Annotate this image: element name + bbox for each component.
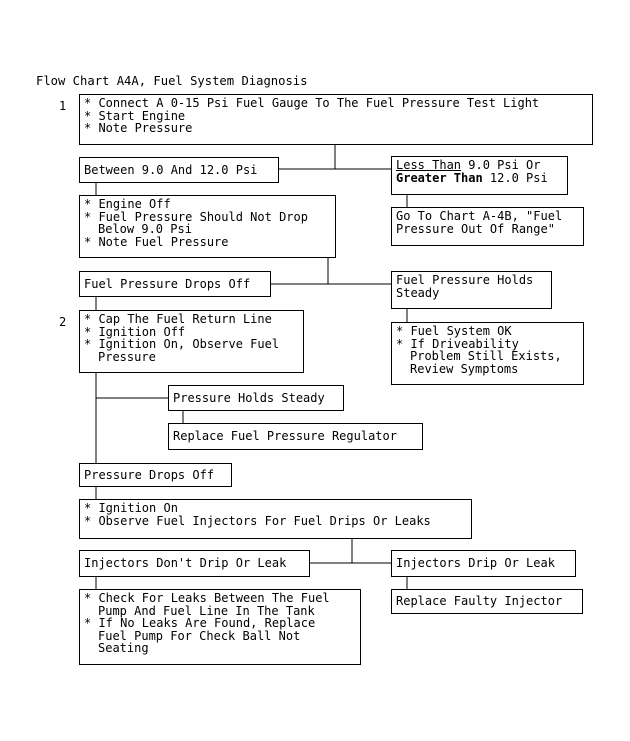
step-number-1: 1 [59, 99, 67, 113]
pressure-drops-off-box: Pressure Drops Off [79, 463, 232, 487]
box-line: * Note Pressure [84, 121, 193, 136]
box-line: * Engine Off [84, 197, 171, 211]
box-line: * Cap The Fuel Return Line [84, 312, 272, 326]
box-line: Less Than 9.0 Psi Or [396, 159, 563, 172]
box-line: Pump And Fuel Line In The Tank [98, 603, 315, 618]
box-line: * Connect A 0-15 Psi Fuel Gauge To The F… [84, 96, 540, 110]
greater-than-value: 12.0 Psi [482, 170, 548, 185]
box-line: Pressure Out Of Range" [396, 221, 555, 236]
box-line: Steady [396, 285, 440, 300]
box-line: * Note Fuel Pressure [84, 234, 229, 249]
injectors-leak-box: Injectors Drip Or Leak [391, 550, 576, 577]
injectors-no-leak-box: Injectors Don't Drip Or Leak [79, 550, 310, 577]
box-line: * If Driveability [396, 336, 519, 351]
replace-regulator-box: Replace Fuel Pressure Regulator [168, 423, 423, 450]
box-line: Replace Faulty Injector [396, 594, 563, 609]
check-fuel-pump-box: * Check For Leaks Between The Fuel Pump … [79, 589, 361, 665]
pressure-holds-steady-box: Pressure Holds Steady [168, 385, 344, 411]
box-line: Fuel Pressure Drops Off [84, 276, 251, 291]
fuel-pressure-holds-box: Fuel Pressure Holds Steady [391, 271, 552, 309]
box-line: Below 9.0 Psi [98, 222, 192, 237]
goto-chart-box: Go To Chart A-4B, "Fuel Pressure Out Of … [391, 207, 584, 246]
less-than-value: 9.0 Psi Or [461, 158, 541, 172]
connect-gauge-box: * Connect A 0-15 Psi Fuel Gauge To The F… [79, 94, 593, 145]
between-pressure-box: Between 9.0 And 12.0 Psi [79, 157, 279, 183]
box-line: Injectors Don't Drip Or Leak [84, 556, 287, 571]
box-line: * Start Engine [84, 108, 186, 123]
box-line: * Ignition On, Observe Fuel [84, 337, 280, 352]
box-line: * Ignition On [84, 501, 178, 515]
engine-off-box: * Engine Off * Fuel Pressure Should Not … [79, 195, 336, 258]
box-line: Pressure Drops Off [84, 467, 215, 482]
box-line: Go To Chart A-4B, "Fuel [396, 209, 563, 223]
fuel-pressure-drops-box: Fuel Pressure Drops Off [79, 271, 271, 297]
chart-title: Flow Chart A4A, Fuel System Diagnosis [36, 74, 308, 88]
box-line: Fuel Pump For Check Ball Not [98, 628, 301, 643]
box-line: Pressure [98, 349, 156, 364]
box-line: Review Symptoms [410, 361, 519, 376]
box-line: Greater Than 12.0 Psi [396, 170, 563, 185]
box-line: Replace Fuel Pressure Regulator [173, 429, 397, 444]
step-number-2: 2 [59, 315, 67, 329]
box-line: * Observe Fuel Injectors For Fuel Drips … [84, 513, 431, 528]
box-line: Seating [98, 641, 149, 656]
less-than-text: Less Than [396, 158, 462, 172]
greater-than-text: Greater Than [396, 170, 483, 185]
box-line: Fuel Pressure Holds [396, 273, 534, 287]
box-line: * If No Leaks Are Found, Replace [84, 616, 316, 631]
observe-injectors-box: * Ignition On * Observe Fuel Injectors F… [79, 499, 472, 539]
box-line: Injectors Drip Or Leak [396, 556, 555, 571]
out-of-range-condition-box: Less Than 9.0 Psi Or Greater Than 12.0 P… [391, 156, 568, 195]
fuel-system-ok-box: * Fuel System OK * If Driveability Probl… [391, 322, 584, 385]
box-line: Problem Still Exists, [410, 349, 562, 364]
box-line: Pressure Holds Steady [173, 390, 325, 405]
box-line: * Fuel Pressure Should Not Drop [84, 209, 308, 224]
box-line: Between 9.0 And 12.0 Psi [84, 162, 258, 177]
box-line: * Ignition Off [84, 324, 186, 339]
box-line: * Check For Leaks Between The Fuel [84, 591, 330, 605]
box-line: * Fuel System OK [396, 324, 512, 338]
replace-injector-box: Replace Faulty Injector [391, 589, 583, 614]
cap-return-line-box: * Cap The Fuel Return Line * Ignition Of… [79, 310, 304, 373]
